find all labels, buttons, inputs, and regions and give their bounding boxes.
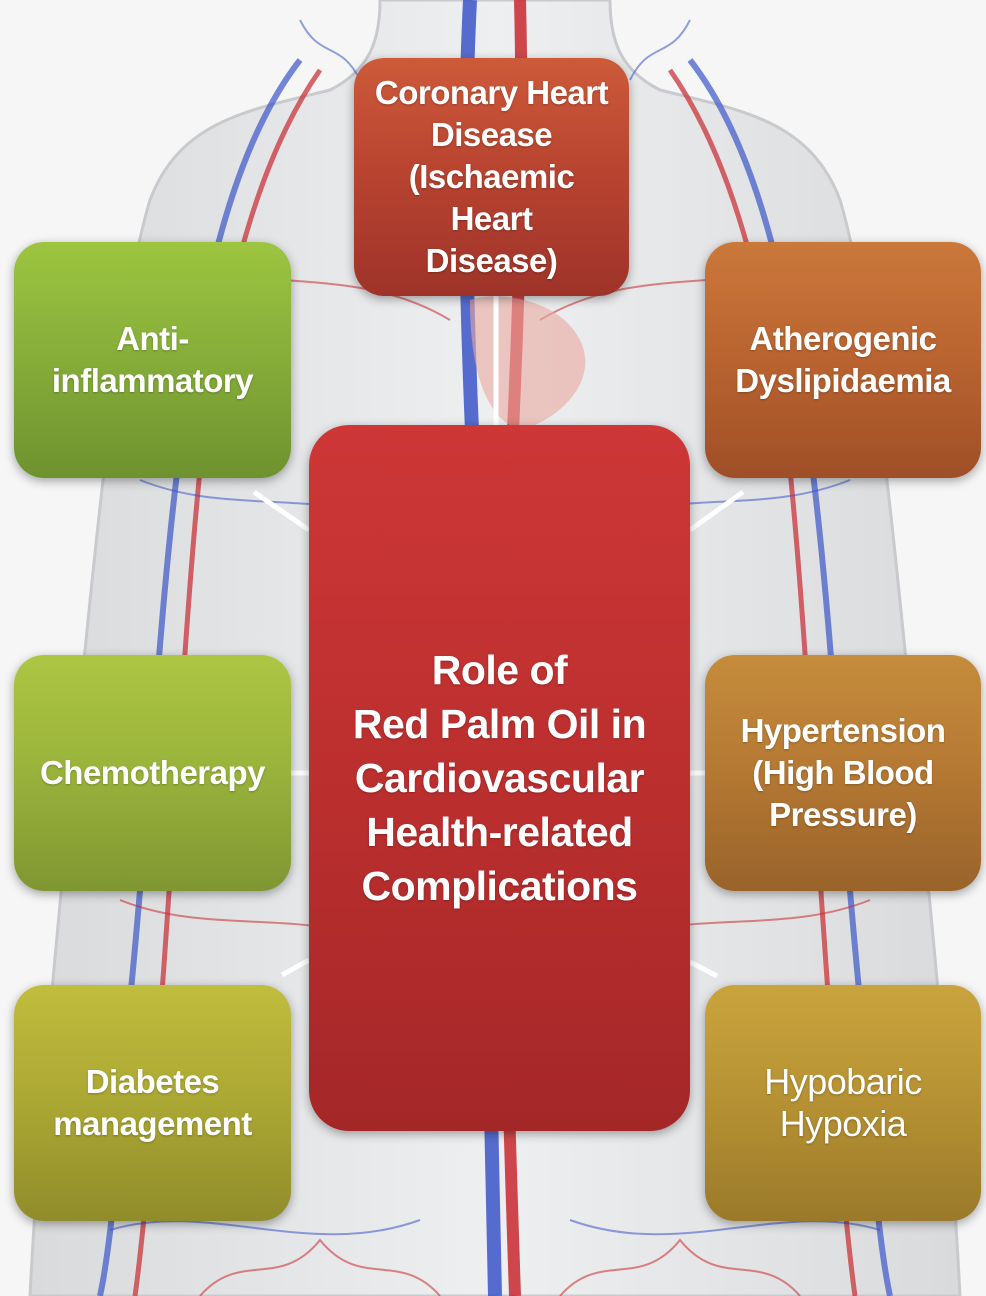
hypobaric-hypoxia-node: Hypobaric Hypoxia [705,985,981,1221]
chemotherapy-node: Chemotherapy [14,655,291,891]
chemotherapy-label: Chemotherapy [40,752,265,794]
coronary-heart-disease-node: Coronary Heart Disease (Ischaemic Heart … [354,58,629,296]
hypertension-node: Hypertension (High Blood Pressure) [705,655,981,891]
anti-inflammatory-node: Anti- inflammatory [14,242,291,478]
diabetes-management-label: Diabetes management [53,1061,252,1145]
anti-inflammatory-label: Anti- inflammatory [52,318,253,402]
hypertension-label: Hypertension (High Blood Pressure) [741,710,946,836]
hypobaric-hypoxia-label: Hypobaric Hypoxia [764,1061,922,1145]
atherogenic-dyslipidaemia-node: Atherogenic Dyslipidaemia [705,242,981,478]
diabetes-management-node: Diabetes management [14,985,291,1221]
central-topic-label: Role of Red Palm Oil in Cardiovascular H… [353,643,646,913]
central-topic-node: Role of Red Palm Oil in Cardiovascular H… [309,425,690,1131]
atherogenic-dyslipidaemia-label: Atherogenic Dyslipidaemia [735,318,950,402]
coronary-heart-disease-label: Coronary Heart Disease (Ischaemic Heart … [364,72,619,282]
